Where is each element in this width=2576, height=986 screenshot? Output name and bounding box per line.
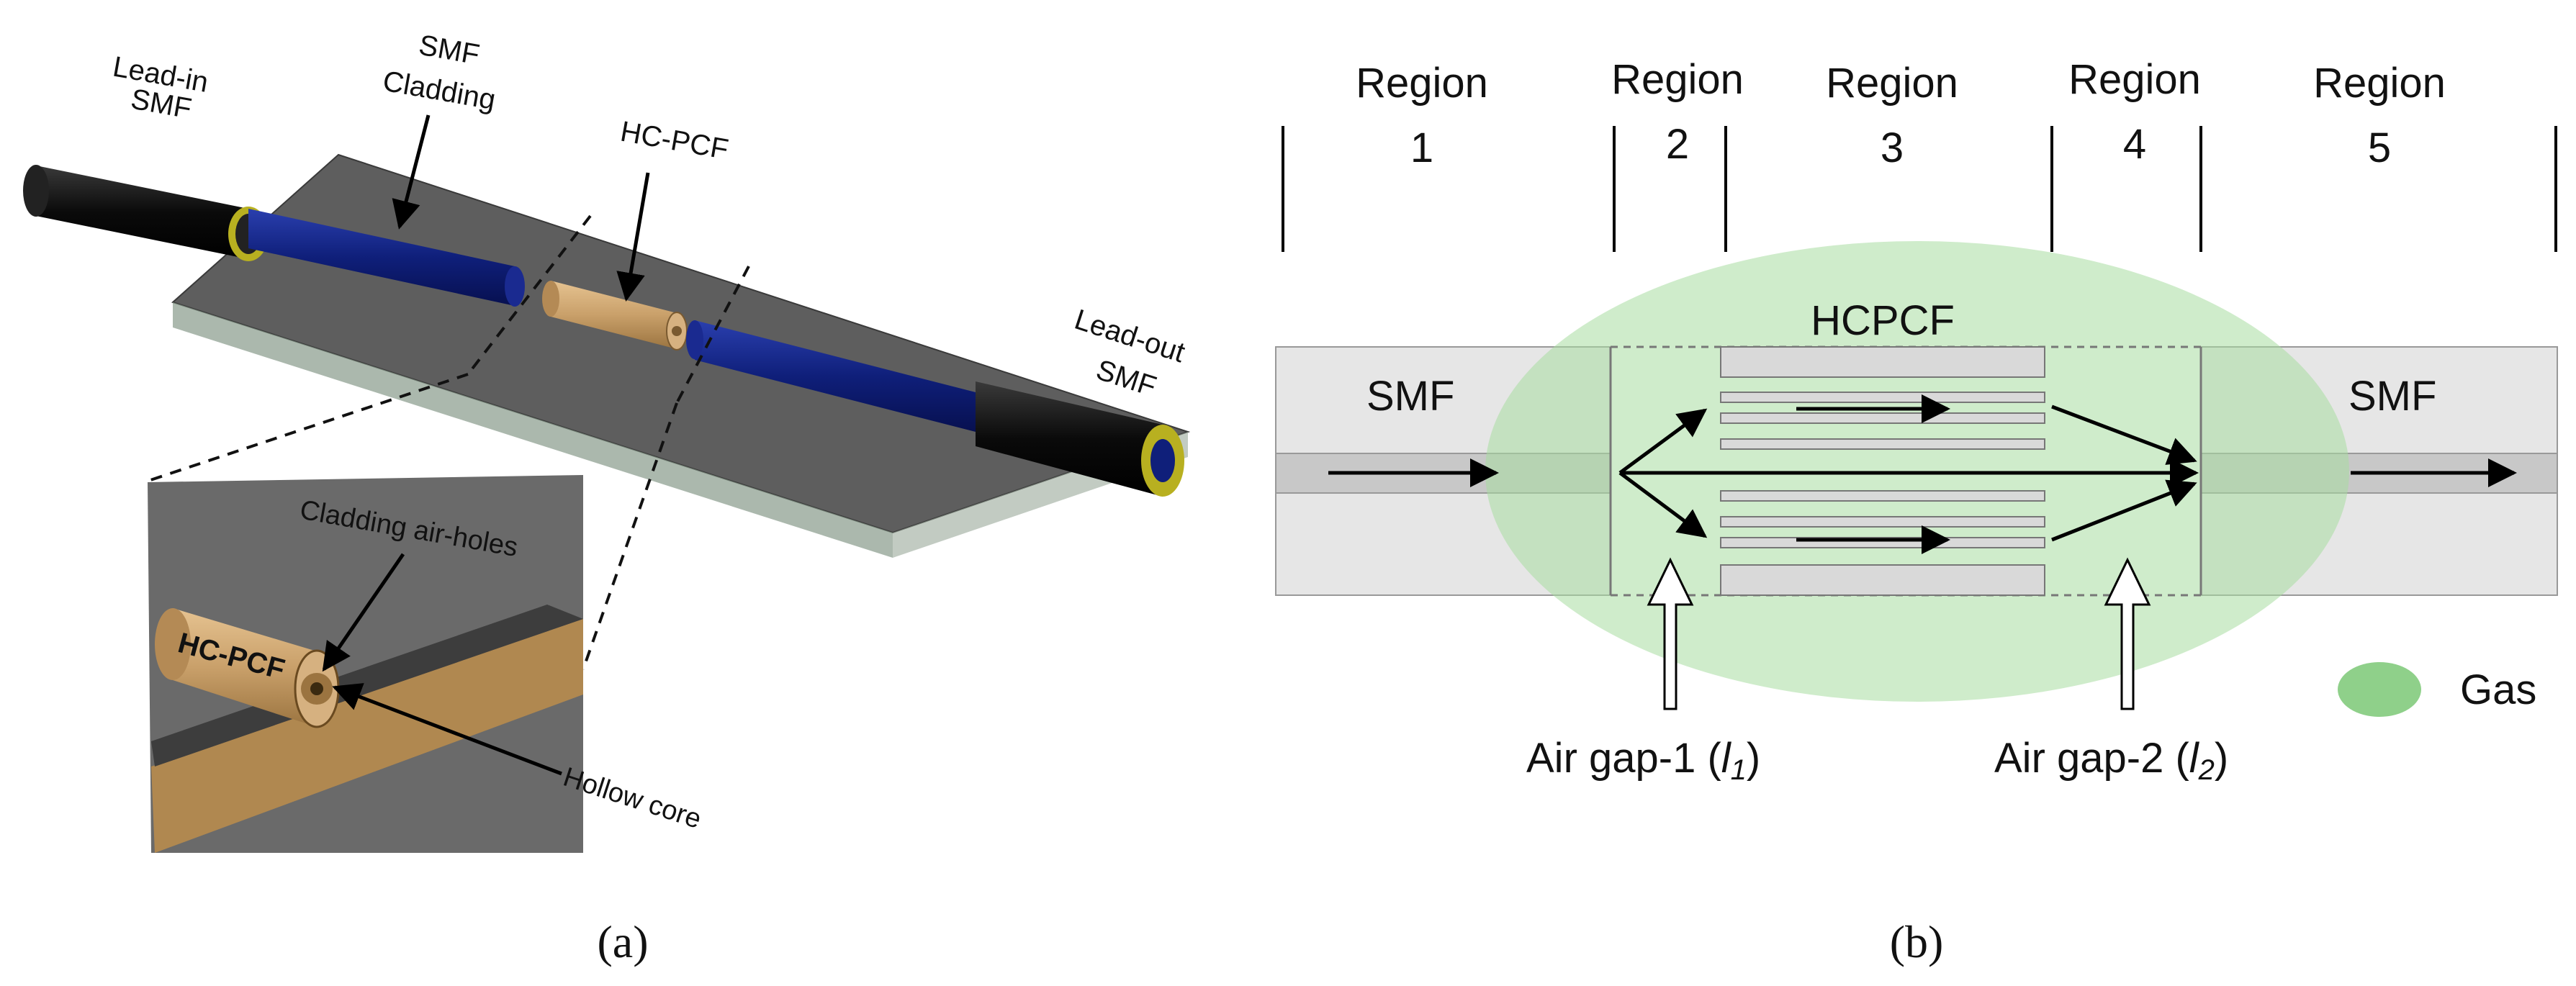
label-smf-cladding-1: SMF xyxy=(416,30,482,71)
fiber-end-faces xyxy=(1609,347,2202,595)
region-2-word: Region xyxy=(1611,56,1744,103)
air-gap-1-pointer xyxy=(1647,557,1694,710)
panel-b: Region 1 Region 2 Region 3 Region 4 Regi… xyxy=(1275,56,2558,967)
gas-legend-label: Gas xyxy=(2460,666,2536,713)
substrate-side xyxy=(173,302,893,558)
region-1-word: Region xyxy=(1356,60,1488,107)
region-1-num: 1 xyxy=(1410,125,1433,171)
region-3-word: Region xyxy=(1826,60,1958,107)
label-smf-left: SMF xyxy=(1366,373,1454,420)
label-hcpcf: HCPCF xyxy=(1811,297,1955,344)
region-2-num: 2 xyxy=(1666,121,1689,168)
region-5-word: Region xyxy=(2313,60,2446,107)
region-4-word: Region xyxy=(2068,56,2201,103)
gas-legend-swatch xyxy=(2338,662,2421,717)
inset-panel xyxy=(148,475,583,853)
light-path-arrows xyxy=(1328,394,2517,554)
panel-a: Lead-in SMF SMF Cladding HC-PCF Lead-out… xyxy=(23,30,1191,967)
lead-in-fiber xyxy=(23,165,269,261)
smf-cladding-right xyxy=(686,320,976,432)
hcpcf-fiber xyxy=(542,281,688,350)
caption-a: (a) xyxy=(597,916,648,967)
air-gap-2-pointer xyxy=(2104,557,2151,710)
label-air-gap-1: Air gap-1 (l1) xyxy=(1526,735,1760,786)
smf-cladding-left xyxy=(248,209,525,307)
label-lead-out-smf: SMF xyxy=(1092,354,1160,403)
zoom-guides xyxy=(143,214,750,670)
region-4-num: 4 xyxy=(2123,121,2146,168)
panel-a-arrows xyxy=(322,114,650,776)
region-dividers xyxy=(1282,126,2557,252)
region-3-num: 3 xyxy=(1881,125,1904,171)
region-5-num: 5 xyxy=(2368,125,2391,171)
label-air-gap-2: Air gap-2 (l2) xyxy=(1994,735,2228,786)
label-hcpcf-top: HC-PCF xyxy=(618,116,730,166)
caption-b: (b) xyxy=(1890,916,1944,967)
hcpcf-structure xyxy=(1720,346,2045,596)
label-lead-out: Lead-out xyxy=(1071,304,1189,369)
gas-legend: Gas xyxy=(2338,662,2536,717)
lead-out-fiber xyxy=(976,381,1184,497)
panel-b-labels: SMF SMF HCPCF xyxy=(1366,297,2436,420)
region-labels: Region 1 Region 2 Region 3 Region 4 Regi… xyxy=(1356,56,2446,171)
label-smf-cladding-2: Cladding xyxy=(380,65,497,117)
label-smf-right: SMF xyxy=(2348,373,2436,420)
